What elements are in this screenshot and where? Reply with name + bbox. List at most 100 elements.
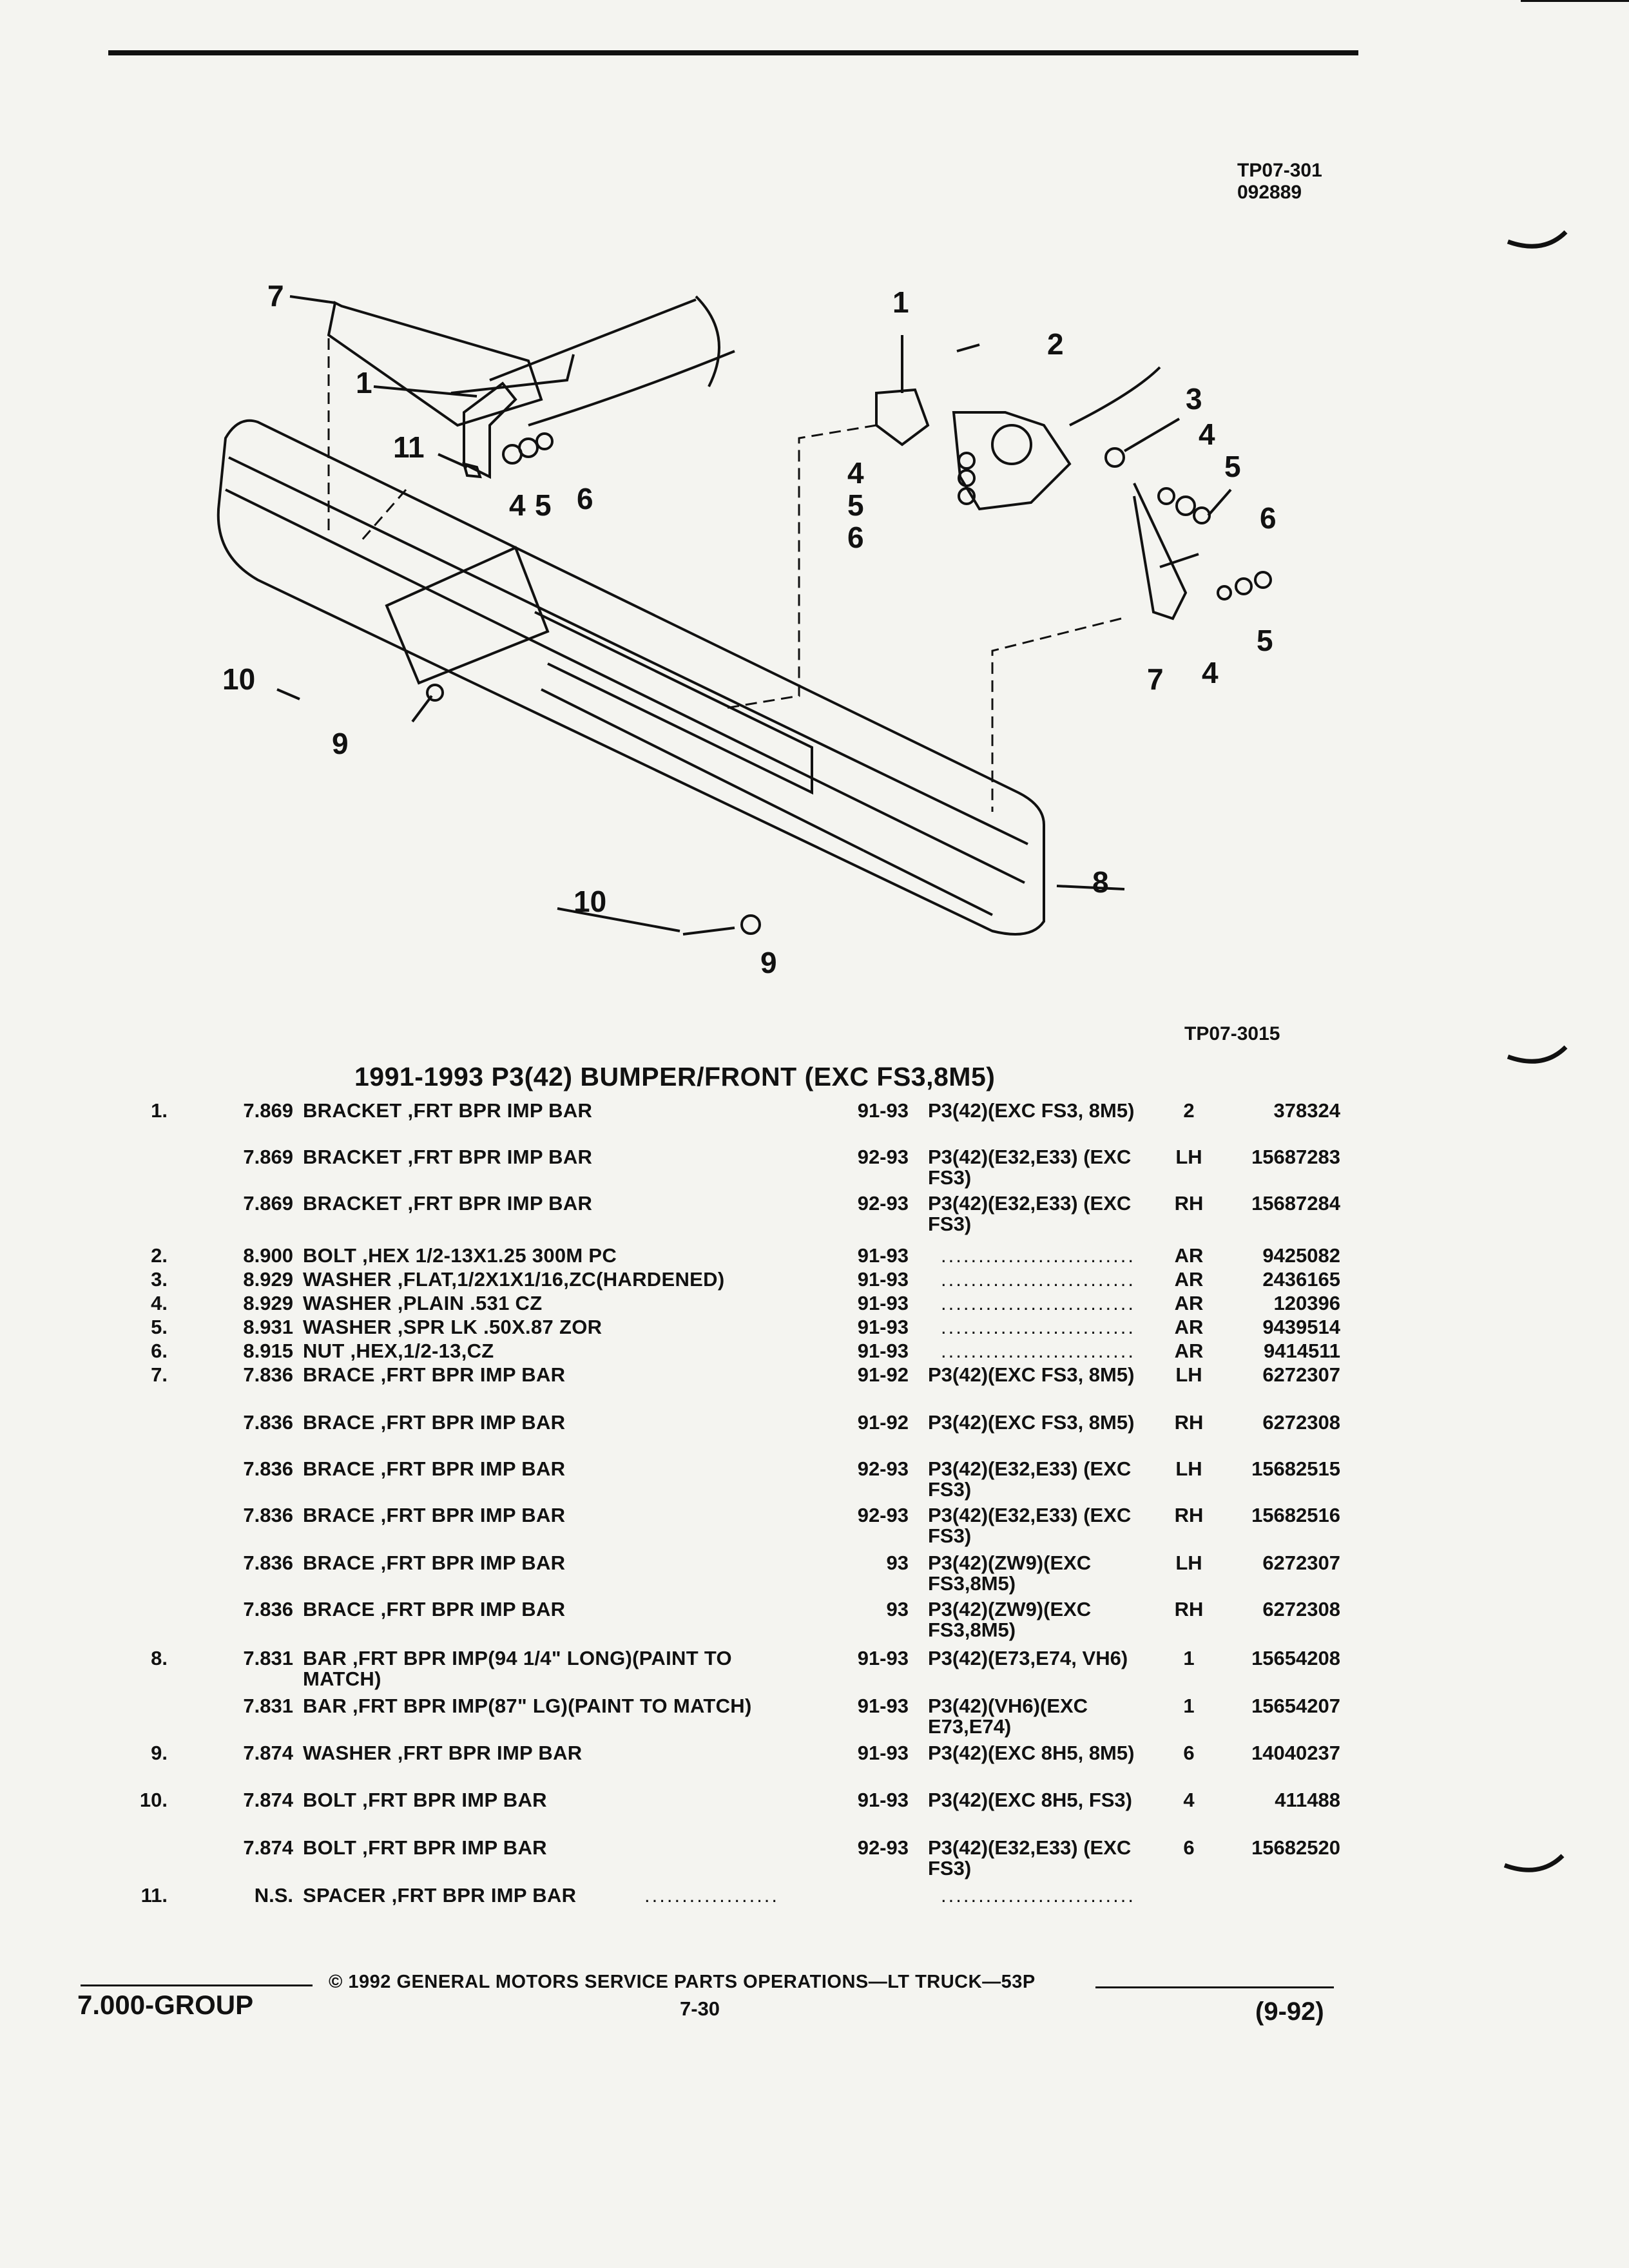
application: P3(42)(E32,E33) (EXC FS3) [928,1836,1132,1879]
part-number: 9414511 [1264,1340,1340,1362]
corner-rule [1521,0,1629,2]
callout-label: 2 [1047,327,1064,361]
part-description: BAR ,FRT BPR IMP(87" LG)(PAINT TO MATCH) [303,1695,752,1717]
top-rule [108,50,1358,55]
callout-label: 7 [1147,662,1164,696]
callout-label: 6 [1260,501,1277,535]
callout-label: 4 [1199,418,1215,451]
part-number: 9439514 [1262,1316,1340,1338]
application: P3(42)(ZW9)(EXC FS3,8M5) [928,1598,1092,1641]
quantity: RH [1174,1411,1204,1434]
part-number: 411488 [1275,1789,1340,1811]
item-number: 5. [151,1316,168,1338]
part-number: 15682520 [1251,1836,1340,1859]
part-number: 15687283 [1251,1146,1340,1168]
item-number: 1. [151,1099,168,1122]
model-years: 92-93 [857,1192,909,1215]
part-number: 9425082 [1262,1244,1340,1267]
model-years: 91-93 [857,1647,909,1669]
quantity: LH [1175,1552,1202,1574]
group-number: 7.874 [243,1789,293,1811]
item-number: 9. [151,1742,168,1764]
item-number: 6. [151,1340,168,1362]
item-number: 4. [151,1292,168,1314]
part-description: WASHER ,FLAT,1/2X1X1/16,ZC(HARDENED) [303,1268,725,1291]
group-number: 7.836 [243,1457,293,1480]
callout-label: 1 [892,285,909,319]
group-number: 8.931 [243,1316,293,1338]
part-number: 15682515 [1251,1457,1340,1480]
margin-mark-icon [1503,1854,1565,1872]
part-number: 14040237 [1251,1742,1340,1764]
part-description: BRACE ,FRT BPR IMP BAR [303,1457,566,1480]
quantity: LH [1175,1363,1202,1386]
bumper-exploded-diagram: 7 1 11 4 5 6 10 9 10 9 8 1 2 3 4 5 6 4 5… [217,279,1277,979]
part-description: BRACKET ,FRT BPR IMP BAR [303,1146,593,1168]
application: P3(42)(ZW9)(EXC FS3,8M5) [928,1552,1092,1595]
group-number: 7.874 [243,1742,293,1764]
callout-label: 6 [577,482,593,515]
quantity: RH [1174,1192,1204,1215]
callout-label: 5 [1224,450,1241,483]
margin-mark-icon [1507,1045,1568,1064]
leader-dots: .................. [644,1885,780,1906]
group-number: 7.831 [243,1647,293,1669]
application: P3(42)(EXC FS3, 8M5) [928,1363,1135,1386]
part-number: 6272308 [1262,1411,1340,1434]
group-number: 7.869 [243,1146,293,1168]
leader-dots: .......................... [941,1317,1135,1338]
quantity: LH [1175,1146,1202,1168]
part-number: 6272307 [1262,1363,1340,1386]
callout-label: 6 [847,521,864,554]
callout-label: 3 [1186,382,1202,416]
group-number: 7.836 [243,1411,293,1434]
part-description: BAR ,FRT BPR IMP(94 1/4" LONG)(PAINT TO … [303,1647,732,1690]
leader-dots: .......................... [941,1293,1135,1314]
callout-label: 4 [509,488,526,522]
quantity: 6 [1183,1836,1195,1859]
quantity: AR [1174,1292,1204,1314]
illustration-number: TP07-3015 [1184,1023,1280,1044]
group-number: N.S. [254,1884,293,1907]
quantity: AR [1174,1316,1204,1338]
model-years: 91-93 [857,1742,909,1764]
part-description: BOLT ,FRT BPR IMP BAR [303,1789,547,1811]
group-number: 8.929 [243,1292,293,1314]
application: P3(42)(EXC 8H5, FS3) [928,1789,1132,1811]
footer-rule [81,1984,313,1986]
part-number: 2436165 [1262,1268,1340,1291]
model-years: 91-93 [857,1340,909,1362]
part-number: 378324 [1273,1099,1340,1122]
bumper-bar [217,419,1045,936]
leader-dots: .......................... [941,1245,1135,1266]
application: P3(42)(E32,E33) (EXC FS3) [928,1504,1132,1547]
callout-label: 10 [222,662,255,696]
leader-dots: .......................... [941,1269,1135,1290]
model-years: 92-93 [857,1146,909,1168]
item-number: 3. [151,1268,168,1291]
group-number: 8.929 [243,1268,293,1291]
application: P3(42)(EXC FS3, 8M5) [928,1099,1135,1122]
quantity: 1 [1183,1695,1195,1717]
callout-label: 9 [760,946,777,979]
quantity: RH [1174,1598,1204,1620]
application: P3(42)(E32,E33) (EXC FS3) [928,1192,1132,1235]
part-number: 120396 [1273,1292,1340,1314]
model-years: 92-93 [857,1504,909,1526]
quantity: 6 [1183,1742,1195,1764]
page-title: 1991-1993 P3(42) BUMPER/FRONT (EXC FS3,8… [354,1062,996,1091]
group-number: 7.836 [243,1363,293,1386]
group-number: 8.900 [243,1244,293,1267]
model-years: 93 [886,1598,909,1620]
part-description: BRACE ,FRT BPR IMP BAR [303,1598,566,1620]
model-years: 91-93 [857,1099,909,1122]
item-number: 7. [151,1363,168,1386]
application: P3(42)(EXC 8H5, 8M5) [928,1742,1135,1764]
part-description: BOLT ,HEX 1/2-13X1.25 300M PC [303,1244,617,1267]
quantity: AR [1174,1340,1204,1362]
group-number: 7.836 [243,1598,293,1620]
margin-mark-icon [1507,230,1568,249]
part-number: 6272308 [1262,1598,1340,1620]
part-number: 15682516 [1251,1504,1340,1526]
revision-date: (9-92) [1255,1997,1324,2026]
